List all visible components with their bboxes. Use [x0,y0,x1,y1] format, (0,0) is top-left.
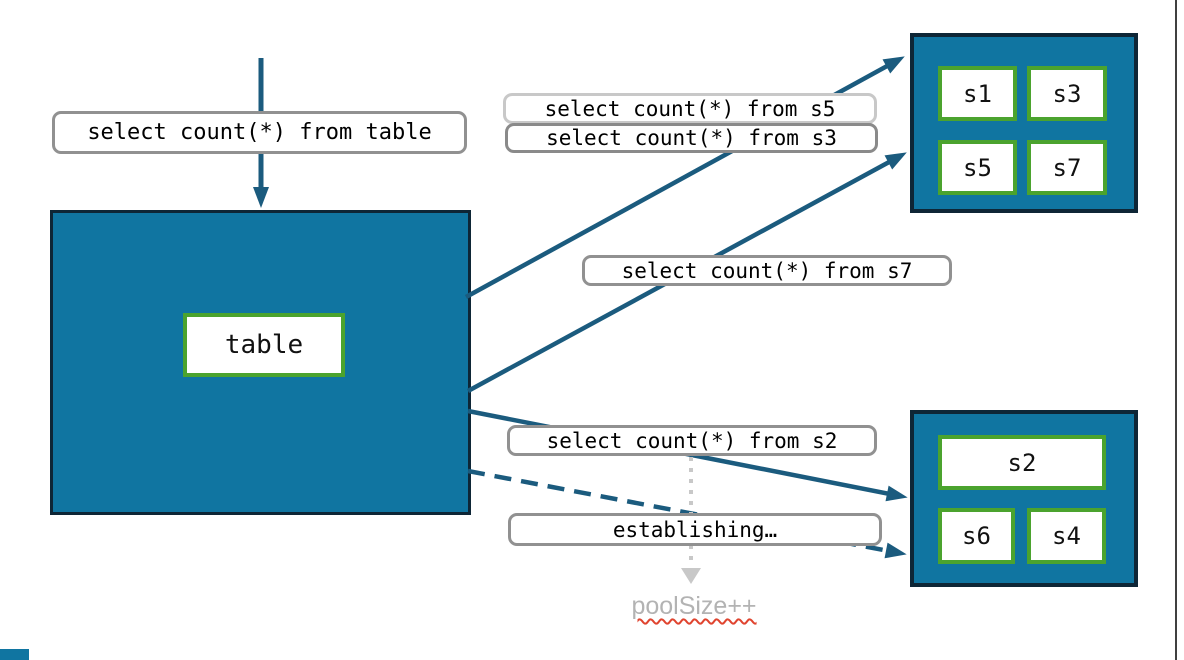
poolsize-annotation: poolSize++ [631,592,757,620]
shard-label: s5 [963,153,992,182]
shard-node-s4: s4 [1027,508,1106,564]
shard-label: s1 [963,79,992,108]
shard-label: s7 [1052,153,1082,182]
query-label-table: select count(*) from table [52,111,467,154]
shard-group-top: s1 s3 s5 s7 [910,33,1138,213]
slide-edge-line [1175,0,1177,660]
query-label-s7: select count(*) from s7 [582,255,952,286]
shard-label: s4 [1052,522,1081,550]
table-node: table [183,313,345,377]
shard-label: s6 [962,522,991,550]
shard-node-s7: s7 [1027,140,1107,195]
shard-label: s2 [1007,448,1037,477]
table-node-label: table [224,330,304,360]
shard-label: s3 [1052,79,1082,108]
shard-node-s1: s1 [938,66,1017,121]
shard-group-bottom: s2 s6 s4 [910,410,1138,587]
shard-node-s2: s2 [938,435,1106,490]
query-label-s5: select count(*) from s5 [503,93,877,124]
table-container-box: table [50,210,471,515]
establishing-label: establishing… [508,513,882,546]
shard-node-s5: s5 [938,140,1017,195]
shard-node-s3: s3 [1027,66,1107,121]
query-label-s3: select count(*) from s3 [505,123,878,153]
shard-node-s6: s6 [938,508,1015,564]
query-label-s2: select count(*) from s2 [507,425,877,456]
dotted-arrowhead [681,568,701,584]
corner-accent-fragment [0,649,29,660]
